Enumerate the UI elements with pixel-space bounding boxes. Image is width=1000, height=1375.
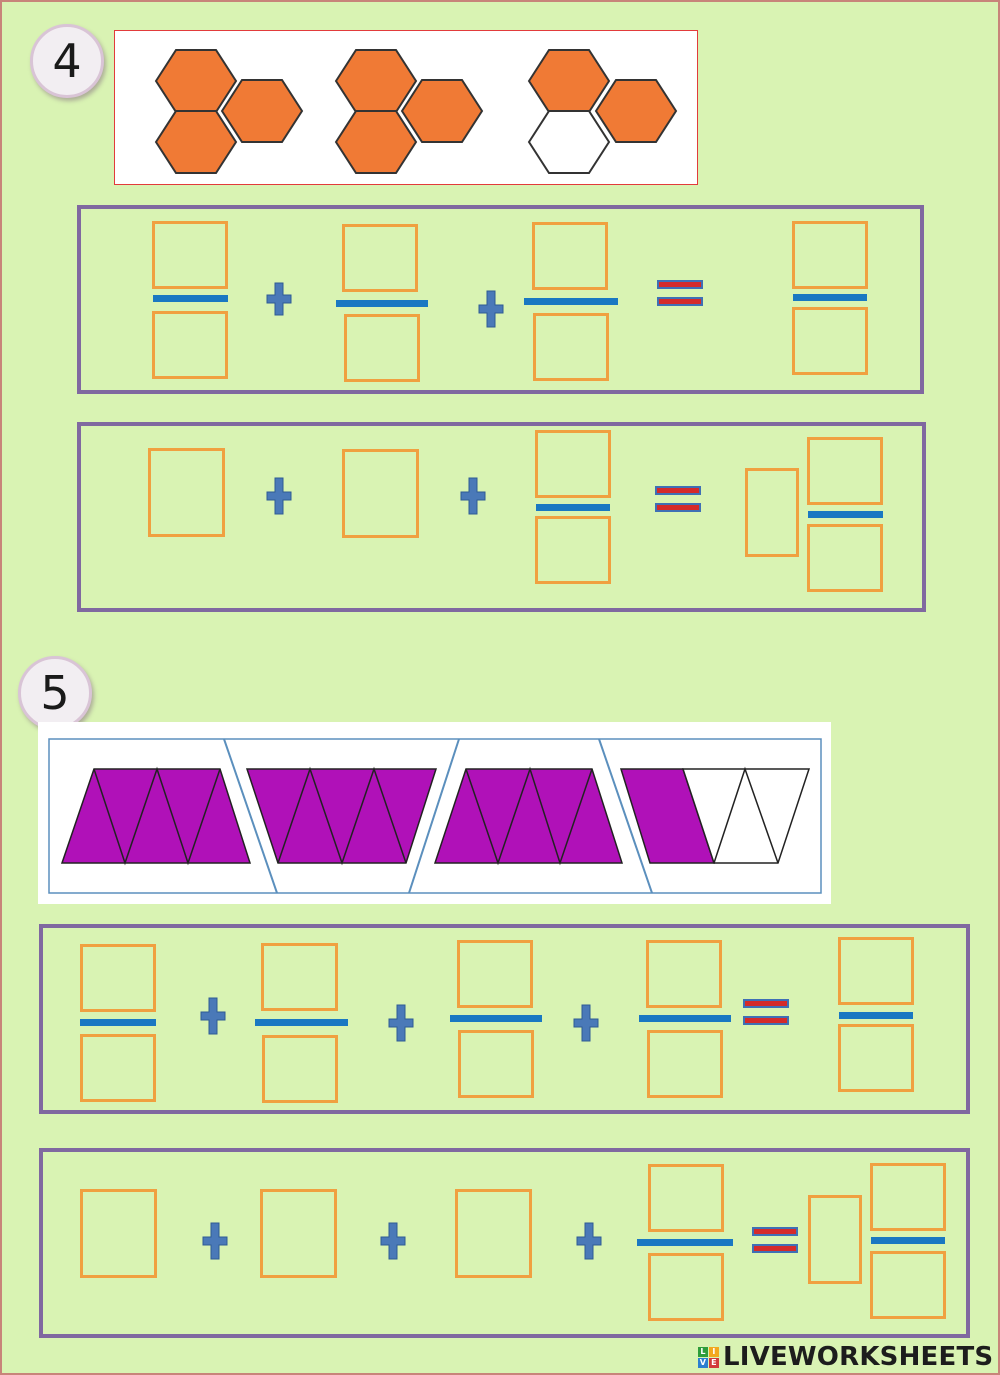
hexagon-unshaded — [529, 111, 609, 173]
equals-sign-icon — [752, 1226, 798, 1254]
whole-number-input-box[interactable] — [148, 448, 225, 537]
answer-denominator-input-box[interactable] — [838, 1024, 914, 1092]
plus-sign-icon — [200, 997, 226, 1035]
answer-whole-number-input-box[interactable] — [745, 468, 799, 557]
denominator-input-box[interactable] — [648, 1253, 724, 1321]
hexagon-picture — [114, 30, 698, 185]
whole-number-input-box[interactable] — [342, 449, 419, 538]
plus-sign-icon — [266, 477, 292, 515]
fraction-bar — [808, 511, 883, 518]
numerator-input-box[interactable] — [532, 222, 608, 290]
fraction-bar — [639, 1015, 731, 1022]
numerator-input-box[interactable] — [535, 430, 611, 498]
fraction-bar — [793, 294, 867, 301]
numerator-input-box[interactable] — [261, 943, 338, 1011]
trapezoid-2 — [247, 769, 436, 863]
denominator-input-box[interactable] — [533, 313, 609, 381]
numerator-input-box[interactable] — [646, 940, 722, 1008]
hexagon-shaded — [222, 80, 302, 142]
denominator-input-box[interactable] — [647, 1030, 723, 1098]
plus-sign-icon — [478, 290, 504, 328]
liveworksheets-logo: L I V E LIVEWORKSHEETS — [698, 1342, 993, 1372]
trapezoid-4 — [621, 769, 809, 863]
plus-sign-icon — [460, 477, 486, 515]
hexagon-shaded — [402, 80, 482, 142]
whole-number-input-box[interactable] — [260, 1189, 337, 1278]
trapezoid-3 — [435, 769, 622, 863]
brand-name: LIVEWORKSHEETS — [723, 1342, 993, 1372]
whole-number-input-box[interactable] — [455, 1189, 532, 1278]
equals-sign-icon — [743, 998, 789, 1026]
answer-denominator-input-box[interactable] — [792, 307, 868, 375]
answer-denominator-input-box[interactable] — [870, 1251, 946, 1319]
plus-sign-icon — [266, 282, 292, 316]
denominator-input-box[interactable] — [262, 1035, 338, 1103]
answer-numerator-input-box[interactable] — [838, 937, 914, 1005]
fraction-bar — [524, 298, 618, 305]
fraction-bar — [536, 504, 610, 511]
hexagon-groups-figure — [115, 31, 699, 186]
denominator-input-box[interactable] — [535, 516, 611, 584]
fraction-bar — [450, 1015, 542, 1022]
fraction-bar — [839, 1012, 913, 1019]
answer-numerator-input-box[interactable] — [807, 437, 883, 505]
hexagon-shaded — [156, 50, 236, 112]
fraction-bar — [255, 1019, 348, 1026]
equals-sign-icon — [657, 279, 703, 307]
hexagon-shaded — [156, 111, 236, 173]
numerator-input-box[interactable] — [648, 1164, 724, 1232]
fraction-bar — [871, 1237, 945, 1244]
numerator-input-box[interactable] — [342, 224, 418, 292]
fraction-bar — [153, 295, 228, 302]
denominator-input-box[interactable] — [344, 314, 420, 382]
equals-sign-icon — [655, 485, 701, 513]
hexagon-shaded — [336, 111, 416, 173]
hexagon-shaded — [529, 50, 609, 112]
plus-sign-icon — [202, 1222, 228, 1260]
problem-number-badge: 5 — [18, 656, 92, 730]
hexagon-group-1 — [156, 50, 302, 173]
plus-sign-icon — [576, 1222, 602, 1260]
denominator-input-box[interactable] — [458, 1030, 534, 1098]
trapezoid-shaded — [62, 769, 250, 863]
answer-numerator-input-box[interactable] — [870, 1163, 946, 1231]
answer-whole-number-input-box[interactable] — [808, 1195, 862, 1284]
hexagon-group-3 — [529, 50, 676, 173]
fraction-bar — [336, 300, 428, 307]
logo-mark-icon: L I V E — [698, 1347, 719, 1368]
answer-numerator-input-box[interactable] — [792, 221, 868, 289]
trapezoid-shaded — [435, 769, 622, 863]
answer-denominator-input-box[interactable] — [807, 524, 883, 592]
denominator-input-box[interactable] — [80, 1034, 156, 1102]
trapezoid-picture — [38, 722, 831, 904]
trapezoid-shaded — [247, 769, 436, 863]
numerator-input-box[interactable] — [152, 221, 228, 289]
fraction-bar — [637, 1239, 733, 1246]
plus-sign-icon — [573, 1004, 599, 1042]
triangle-trapezoids-figure — [38, 722, 831, 904]
numerator-input-box[interactable] — [457, 940, 533, 1008]
hexagon-shaded — [336, 50, 416, 112]
trapezoid-1 — [62, 769, 250, 863]
plus-sign-icon — [380, 1222, 406, 1260]
whole-number-input-box[interactable] — [80, 1189, 157, 1278]
hexagon-group-2 — [336, 50, 482, 173]
plus-sign-icon — [388, 1004, 414, 1042]
problem-number-badge: 4 — [30, 24, 104, 98]
numerator-input-box[interactable] — [80, 944, 156, 1012]
hexagon-shaded — [596, 80, 676, 142]
fraction-bar — [80, 1019, 156, 1026]
denominator-input-box[interactable] — [152, 311, 228, 379]
